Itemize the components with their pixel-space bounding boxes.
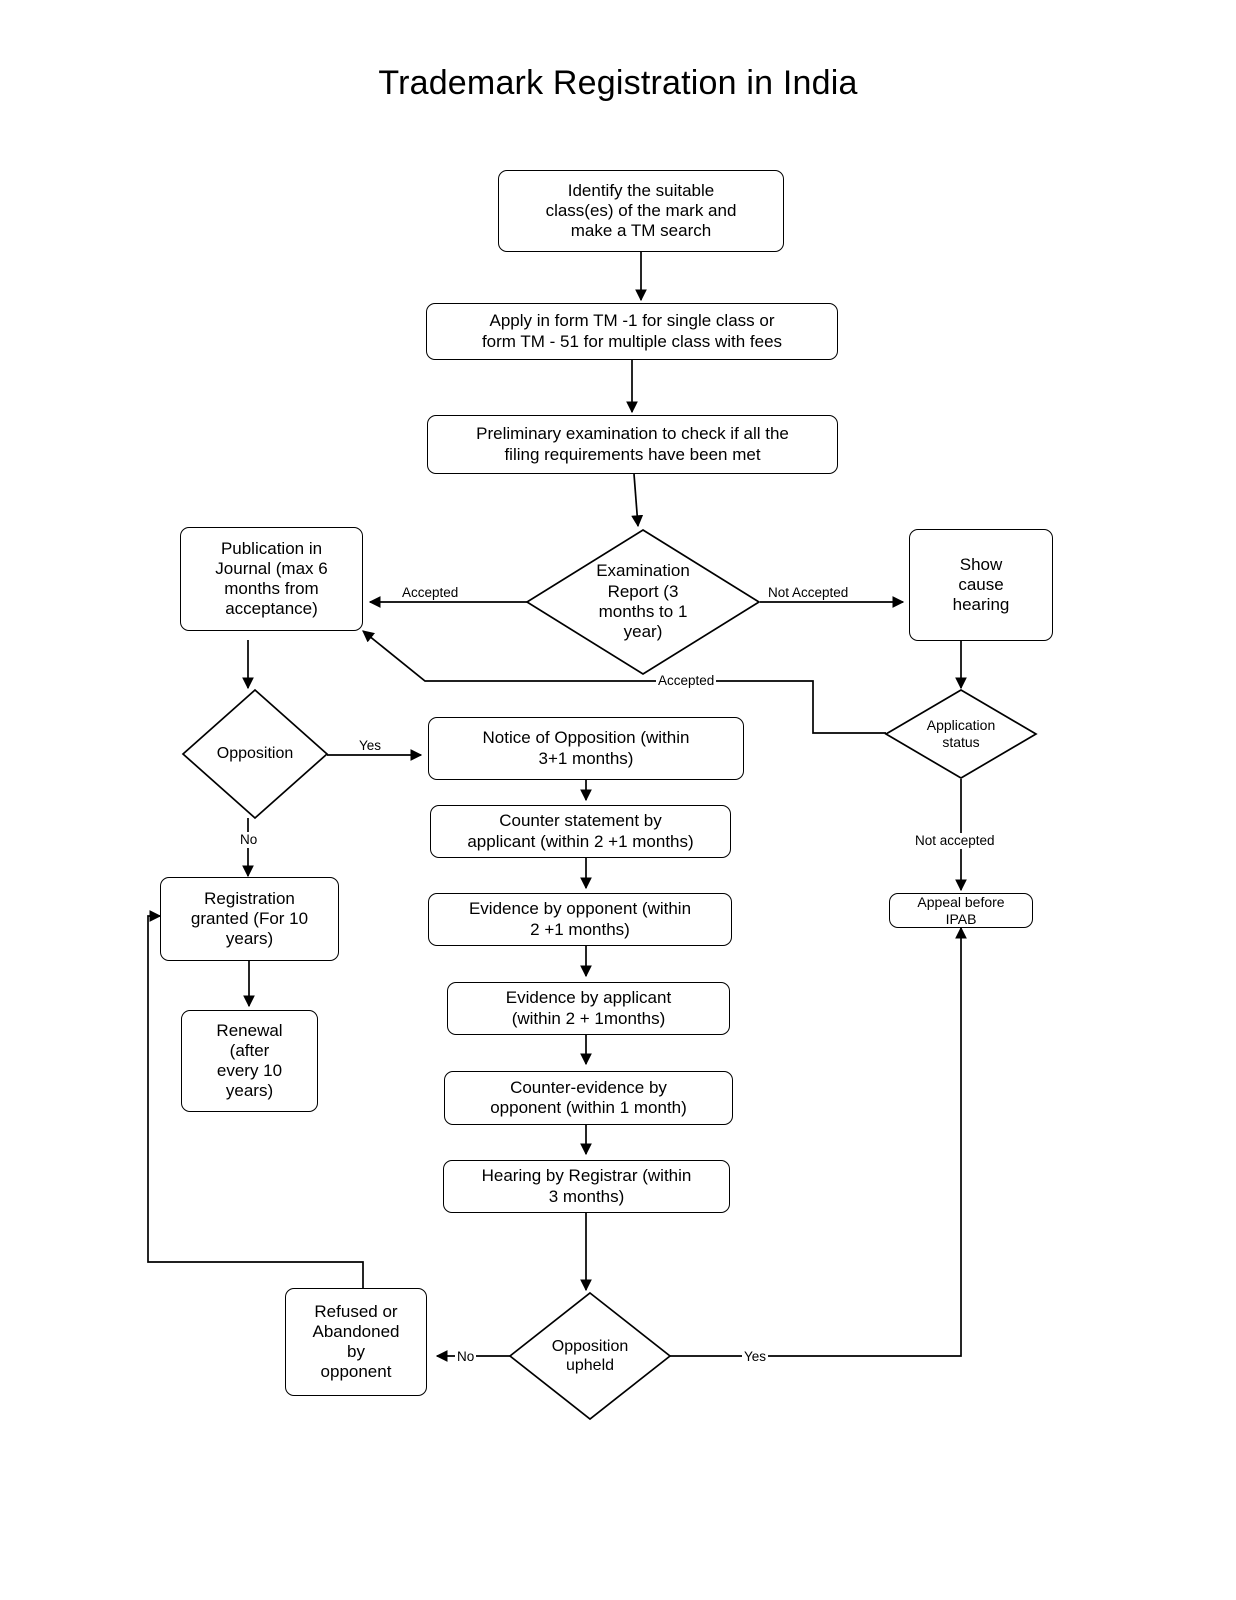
node-identify[interactable]: Identify the suitable class(es) of the m… bbox=[498, 170, 784, 252]
node-evidence-by-applicant-label: Evidence by applicant (within 2 + 1month… bbox=[505, 988, 672, 1028]
edge-label-appstatus-not-accepted: Not accepted bbox=[913, 833, 997, 849]
node-appeal-before-ipab[interactable]: Appeal before IPAB bbox=[889, 893, 1033, 928]
node-apply[interactable]: Apply in form TM -1 for single class or … bbox=[426, 303, 838, 360]
page-title: Trademark Registration in India bbox=[378, 64, 858, 102]
node-examination-report-label: Examination Report (3 months to 1 year) bbox=[596, 561, 690, 642]
node-hearing-by-registrar[interactable]: Hearing by Registrar (within 3 months) bbox=[443, 1160, 730, 1213]
edge-label-upheld-no: No bbox=[455, 1349, 477, 1365]
node-appeal-before-ipab-label: Appeal before IPAB bbox=[917, 893, 1005, 927]
edge-label-upheld-yes: Yes bbox=[742, 1349, 769, 1365]
node-show-cause-hearing-label: Show cause hearing bbox=[952, 554, 1010, 615]
node-opposition-label: Opposition bbox=[216, 745, 294, 763]
node-counter-statement-label: Counter statement by applicant (within 2… bbox=[467, 811, 694, 851]
node-registration-granted[interactable]: Registration granted (For 10 years) bbox=[160, 877, 339, 961]
node-application-status[interactable]: Application status bbox=[884, 688, 1038, 780]
node-preliminary-examination[interactable]: Preliminary examination to check if all … bbox=[427, 415, 838, 474]
node-application-status-label: Application status bbox=[926, 717, 996, 750]
node-publication-in-journal-label: Publication in Journal (max 6 months fro… bbox=[215, 538, 328, 619]
node-preliminary-examination-label: Preliminary examination to check if all … bbox=[476, 424, 789, 464]
edge-label-opposition-yes: Yes bbox=[357, 738, 384, 754]
edge-label-not-accepted-right: Not Accepted bbox=[766, 585, 851, 601]
node-notice-of-opposition-label: Notice of Opposition (within 3+1 months) bbox=[482, 728, 690, 768]
node-evidence-by-opponent-label: Evidence by opponent (within 2 +1 months… bbox=[468, 899, 692, 939]
node-counter-statement[interactable]: Counter statement by applicant (within 2… bbox=[430, 805, 731, 858]
node-counter-evidence-label: Counter-evidence by opponent (within 1 m… bbox=[490, 1077, 687, 1117]
edge-prelim-exam bbox=[631, 473, 644, 528]
node-apply-label: Apply in form TM -1 for single class or … bbox=[481, 311, 783, 351]
edge-label-opposition-no: No bbox=[238, 832, 260, 848]
node-evidence-by-applicant[interactable]: Evidence by applicant (within 2 + 1month… bbox=[447, 982, 730, 1035]
edge-label-accepted-left: Accepted bbox=[400, 585, 461, 601]
node-show-cause-hearing[interactable]: Show cause hearing bbox=[909, 529, 1053, 641]
node-refused-or-abandoned-label: Refused or Abandoned by opponent bbox=[312, 1301, 400, 1382]
node-publication-in-journal[interactable]: Publication in Journal (max 6 months fro… bbox=[180, 527, 363, 631]
node-opposition[interactable]: Opposition bbox=[181, 688, 329, 820]
node-hearing-by-registrar-label: Hearing by Registrar (within 3 months) bbox=[481, 1166, 692, 1206]
node-identify-label: Identify the suitable class(es) of the m… bbox=[545, 180, 737, 241]
node-renewal[interactable]: Renewal (after every 10 years) bbox=[181, 1010, 318, 1112]
node-opposition-upheld[interactable]: Opposition upheld bbox=[508, 1291, 672, 1421]
node-renewal-label: Renewal (after every 10 years) bbox=[216, 1020, 283, 1101]
node-notice-of-opposition[interactable]: Notice of Opposition (within 3+1 months) bbox=[428, 717, 744, 780]
node-evidence-by-opponent[interactable]: Evidence by opponent (within 2 +1 months… bbox=[428, 893, 732, 946]
node-refused-or-abandoned[interactable]: Refused or Abandoned by opponent bbox=[285, 1288, 427, 1396]
node-counter-evidence[interactable]: Counter-evidence by opponent (within 1 m… bbox=[444, 1071, 733, 1125]
node-opposition-upheld-label: Opposition upheld bbox=[551, 1337, 629, 1374]
node-examination-report[interactable]: Examination Report (3 months to 1 year) bbox=[525, 528, 761, 676]
node-registration-granted-label: Registration granted (For 10 years) bbox=[190, 888, 309, 949]
edge-label-accepted-return: Accepted bbox=[656, 673, 717, 689]
